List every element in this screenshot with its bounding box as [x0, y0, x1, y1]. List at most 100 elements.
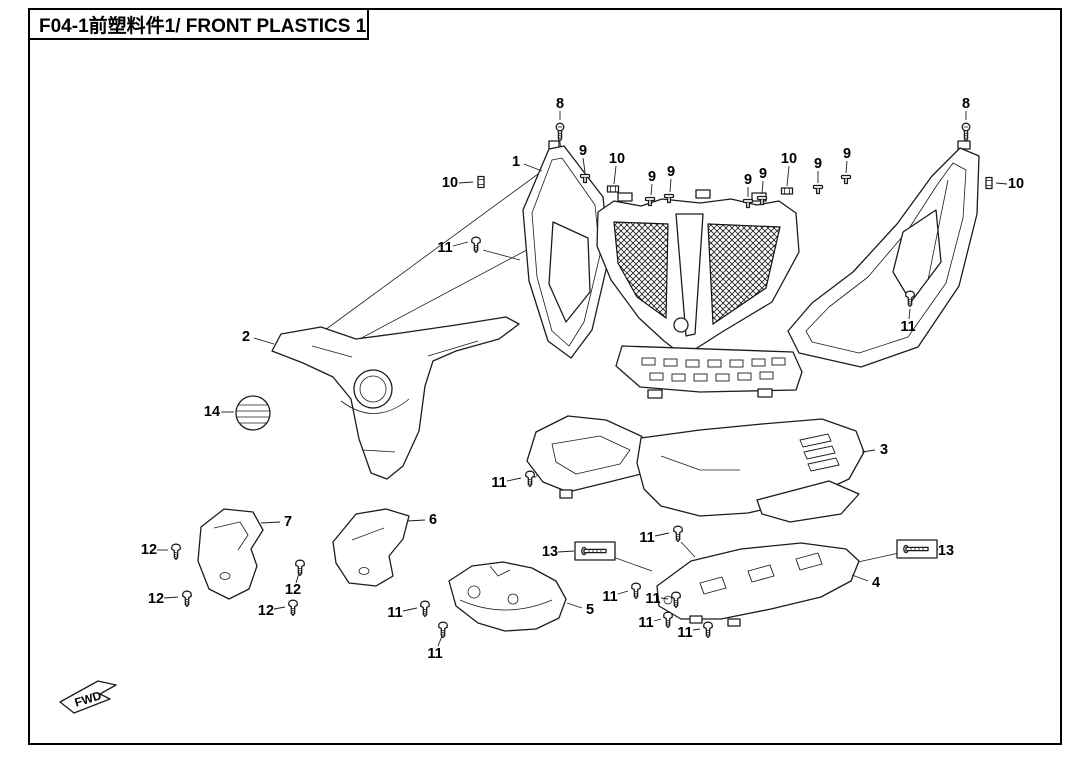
part-callout-9: 9 — [744, 172, 752, 188]
diagram-frame — [28, 8, 1062, 745]
lower-valance — [615, 345, 803, 399]
callout-leader-line — [260, 521, 281, 524]
part-callout-11: 11 — [645, 591, 660, 607]
part-callout-11: 11 — [387, 605, 402, 621]
part-callout-9: 9 — [648, 169, 656, 185]
part-callout-11: 11 — [677, 625, 692, 641]
flat-clip-icon — [985, 176, 993, 190]
callout-leader-line — [437, 635, 443, 647]
lower-front-panel — [526, 415, 865, 523]
part-callout-7: 7 — [284, 514, 292, 530]
page-title-text: F04-1前塑料件1/ FRONT PLASTICS 1 — [39, 15, 367, 37]
part-callout-8: 8 — [556, 96, 564, 112]
part-callout-9: 9 — [759, 166, 767, 182]
flat-clip-icon — [477, 175, 485, 189]
part-callout-12: 12 — [141, 542, 157, 558]
bolt-icon — [182, 590, 192, 608]
screw-icon — [961, 122, 971, 142]
part-callout-13: 13 — [542, 544, 558, 560]
bolt-icon — [295, 559, 305, 577]
callout-leader-line — [908, 308, 911, 320]
callout-leader-line — [557, 550, 575, 553]
callout-leader-line — [761, 180, 764, 195]
part-callout-9: 9 — [579, 143, 587, 159]
fwd-arrow-icon — [59, 680, 117, 714]
part-callout-10: 10 — [442, 175, 458, 191]
bolt-icon — [703, 621, 713, 639]
bracket-panel-5 — [448, 561, 567, 632]
part-callout-3: 3 — [880, 442, 888, 458]
front-grille — [596, 189, 800, 355]
bolt-icon — [673, 525, 683, 543]
callout-leader-line — [452, 241, 469, 247]
callout-leader-line — [995, 182, 1008, 185]
headlight-bezel-right — [787, 140, 980, 368]
bolt-icon — [471, 236, 481, 254]
page-title: F04-1前塑料件1/ FRONT PLASTICS 1 — [28, 8, 369, 40]
bolt-icon — [420, 600, 430, 618]
headlight-bezel-left — [522, 140, 610, 359]
callout-leader-line — [523, 163, 543, 172]
callout-leader-line — [669, 178, 672, 193]
callout-leader-line — [845, 160, 848, 174]
callout-leader-line — [273, 606, 286, 610]
push-clip-icon — [840, 174, 852, 185]
push-clip-icon — [812, 184, 824, 195]
boxed-bolt-icon — [896, 539, 938, 559]
part-callout-9: 9 — [667, 164, 675, 180]
callout-leader-line — [851, 574, 869, 582]
bolt-icon — [438, 621, 448, 639]
bolt-icon — [631, 582, 641, 600]
grille-mesh-right — [707, 223, 781, 326]
callout-leader-line — [295, 572, 300, 584]
callout-leader-line — [458, 181, 474, 184]
flat-clip-icon — [780, 187, 794, 195]
part-callout-10: 10 — [1008, 176, 1024, 192]
callout-leader-line — [936, 548, 939, 551]
part-callout-9: 9 — [814, 156, 822, 172]
part-callout-11: 11 — [427, 646, 442, 662]
callout-leader-line — [613, 165, 617, 185]
part-callout-12: 12 — [148, 591, 164, 607]
bracket-panel-7 — [197, 508, 264, 600]
callout-leader-line — [506, 477, 522, 482]
bracket-panel-6 — [332, 508, 410, 587]
front-bumper-fascia — [271, 316, 520, 480]
part-callout-11: 11 — [437, 240, 452, 256]
callout-leader-line — [402, 607, 418, 612]
grille-emblem — [673, 317, 689, 333]
callout-leader-line — [406, 519, 426, 522]
callout-leader-line — [786, 165, 790, 187]
fwd-indicator: FWD — [59, 680, 117, 714]
part-callout-1: 1 — [512, 154, 520, 170]
screw-icon — [555, 122, 565, 142]
grille-mesh-left — [613, 221, 669, 320]
part-callout-13: 13 — [938, 543, 954, 559]
part-callout-11: 11 — [638, 615, 653, 631]
part-callout-12: 12 — [258, 603, 274, 619]
part-callout-8: 8 — [962, 96, 970, 112]
boxed-bolt-icon — [574, 541, 616, 561]
flat-clip-icon — [606, 185, 620, 193]
callout-leader-line — [660, 597, 669, 600]
callout-leader-line — [653, 618, 662, 622]
part-callout-11: 11 — [491, 475, 506, 491]
bolt-icon — [663, 611, 673, 629]
part-callout-14: 14 — [204, 404, 220, 420]
callout-leader-line — [650, 183, 653, 196]
part-callout-12: 12 — [285, 582, 301, 598]
round-emblem — [235, 395, 271, 431]
bolt-icon — [288, 599, 298, 617]
callout-leader-line — [692, 628, 701, 631]
part-callout-11: 11 — [900, 319, 915, 335]
part-callout-5: 5 — [586, 602, 594, 618]
callout-leader-line — [253, 337, 275, 345]
callout-leader-line — [617, 590, 629, 595]
part-callout-9: 9 — [843, 146, 851, 162]
bolt-icon — [525, 470, 535, 488]
part-callout-11: 11 — [639, 530, 654, 546]
part-callout-11: 11 — [602, 589, 617, 605]
callout-leader-line — [861, 449, 876, 453]
